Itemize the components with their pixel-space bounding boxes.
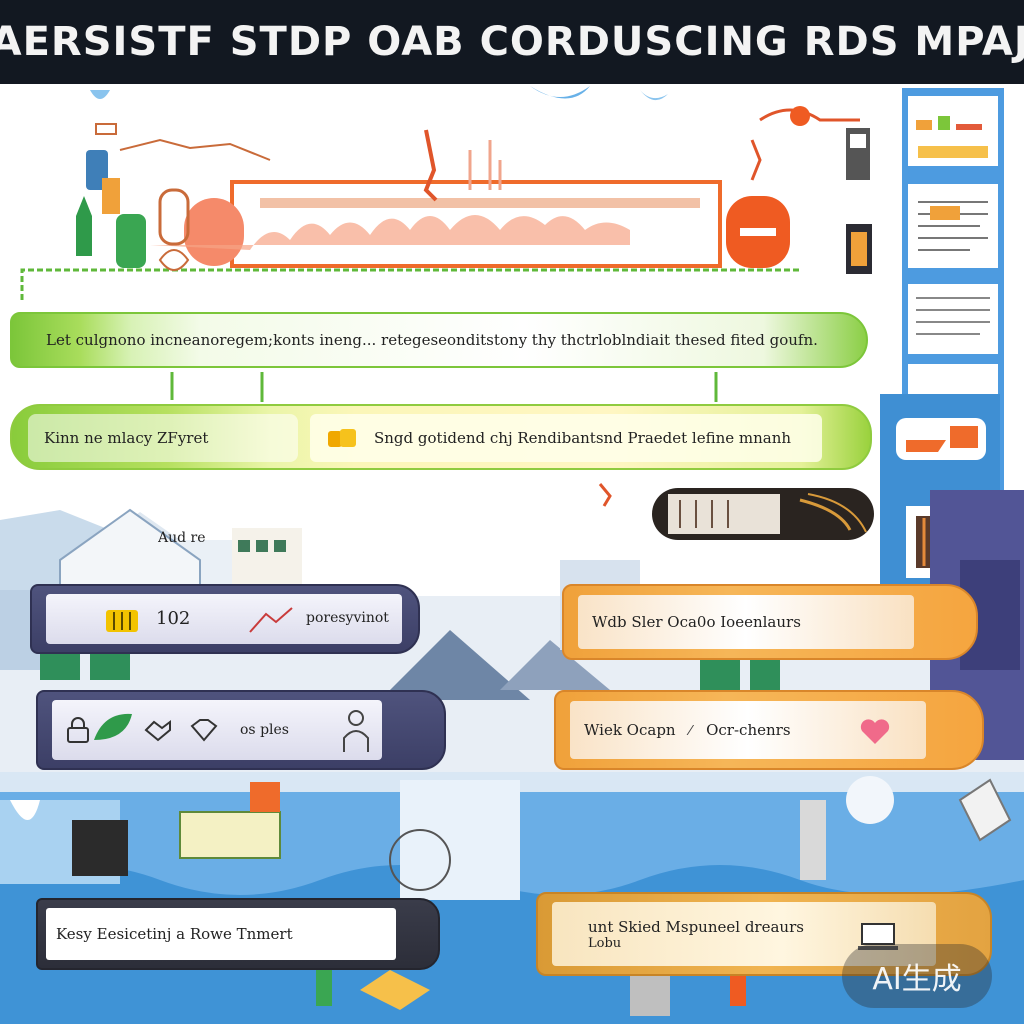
banner-orange-bottom: Wiek Ocapn ⁄ Ocr-chenrs — [554, 690, 984, 770]
banner-slate-bottom-text: os ples — [240, 722, 289, 738]
basket-icon — [106, 610, 138, 632]
banner-orange-top: Wdb Sler Oca0o Ioeenlaurs — [562, 584, 978, 660]
banner-green-mid-left-text: Kinn ne mlacy ZFyret — [44, 429, 209, 447]
banner-gold-bottom: unt Skied Mspuneel dreaurs Lobu — [536, 892, 992, 976]
chart-arrow-icon — [249, 607, 293, 633]
banner-slate-top-text: poresyvinot — [306, 610, 389, 626]
banner-green-mid-left: Kinn ne mlacy ZFyret — [28, 414, 298, 462]
leaf-icon — [94, 713, 132, 740]
banner-orange-bottom-right-text: Ocr-chenrs — [706, 721, 791, 739]
house-label: Aud re — [158, 530, 206, 546]
banner-green-top-text: Let culgnono incneanoregem;konts ineng..… — [46, 331, 818, 349]
banner-green-mid: Kinn ne mlacy ZFyret Sngd gotidend chj R… — [10, 404, 872, 470]
ai-generated-watermark: AI生成 — [842, 944, 992, 1008]
banner-green-mid-right: Sngd gotidend chj Rendibantsnd Praedet l… — [310, 414, 822, 462]
coins-icon — [328, 429, 356, 447]
banner-slate-top: 102 poresyvinot — [30, 584, 420, 654]
banner-orange-bottom-left-text: Wiek Ocapn — [584, 721, 676, 739]
diamond-icon — [190, 719, 218, 742]
banner-green-top: Let culgnono incneanoregem;konts ineng..… — [10, 312, 868, 368]
page-title: YAERSISTF STDP OAB CORDUSCING RDS MPAJS — [0, 19, 1024, 65]
banner-dark-bottom-text: Kesy Eesicetinj a Rowe Tnmert — [56, 925, 293, 943]
banner-dark-bottom: Kesy Eesicetinj a Rowe Tnmert — [36, 898, 440, 970]
banner-orange-top-text: Wdb Sler Oca0o Ioeenlaurs — [592, 613, 801, 631]
dash-separator: ⁄ — [689, 721, 693, 739]
banner-gold-bottom-line1: unt Skied Mspuneel dreaurs — [588, 917, 804, 936]
banner-gold-bottom-line2: Lobu — [588, 935, 622, 951]
banner-slate-top-number: 102 — [156, 608, 191, 629]
lock-icon — [67, 717, 89, 743]
heart-icon — [860, 719, 890, 744]
title-bar: YAERSISTF STDP OAB CORDUSCING RDS MPAJS — [0, 0, 1024, 84]
banner-green-mid-right-text: Sngd gotidend chj Rendibantsnd Praedet l… — [374, 429, 792, 447]
handshake-icon — [144, 720, 171, 742]
person-icon — [343, 710, 369, 752]
banner-slate-bottom: os ples — [36, 690, 446, 770]
laptop-icon — [858, 923, 898, 950]
pipeline-diagram — [11, 106, 860, 507]
